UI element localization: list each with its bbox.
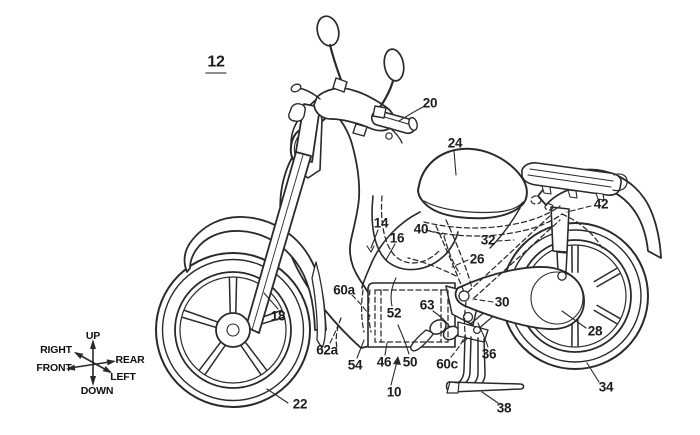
leader-lines (263, 106, 600, 404)
ref-label-60c: 60c (436, 356, 458, 372)
ref-label-40: 40 (413, 221, 429, 237)
ref-label-42: 42 (593, 196, 609, 212)
rear-rack (521, 162, 628, 201)
ref-label-32: 32 (480, 232, 496, 248)
ref-label-60a: 60a (333, 282, 355, 298)
ref-label-38: 38 (496, 400, 512, 416)
kickstand (445, 321, 525, 394)
compass-front-label: FRONT (36, 361, 72, 374)
ref-label-26: 26 (469, 251, 485, 267)
left-mirror (316, 15, 348, 93)
ref-label-50: 50 (402, 354, 418, 370)
seat (417, 147, 528, 220)
ref-label-14: 14 (373, 215, 389, 231)
compass-right-label: RIGHT (40, 343, 72, 356)
compass-rear-label: REAR (115, 353, 145, 366)
hidden-frame-lines (335, 195, 603, 349)
compass-up-label: UP (85, 329, 101, 342)
ref-label-22: 22 (292, 396, 308, 412)
front-fender (183, 216, 327, 349)
ref-label-54: 54 (347, 357, 363, 373)
swingarm (454, 266, 585, 330)
ref-label-36: 36 (481, 346, 497, 362)
ref-label-24: 24 (447, 135, 463, 151)
ref-label-46: 46 (376, 354, 392, 370)
ref-label-62a: 62a (316, 342, 338, 358)
right-mirror (372, 48, 405, 119)
compass-down-label: DOWN (80, 384, 114, 397)
ref-label-52: 52 (386, 305, 402, 321)
ref-label-10: 10 (386, 384, 402, 400)
ref-label-34: 34 (598, 379, 614, 395)
ref-label-63: 63 (419, 297, 435, 313)
body-under-seat (361, 195, 521, 289)
figure-number: 12 (205, 54, 227, 74)
compass-left-label: LEFT (110, 370, 136, 383)
ref-label-20: 20 (422, 95, 438, 111)
ref-label-28: 28 (587, 323, 603, 339)
ref-label-18: 18 (270, 308, 286, 324)
rear-shock (550, 206, 570, 273)
ref-label-30: 30 (494, 294, 510, 310)
direction-compass-arrows (66, 339, 116, 386)
ref-label-16: 16 (389, 230, 405, 246)
